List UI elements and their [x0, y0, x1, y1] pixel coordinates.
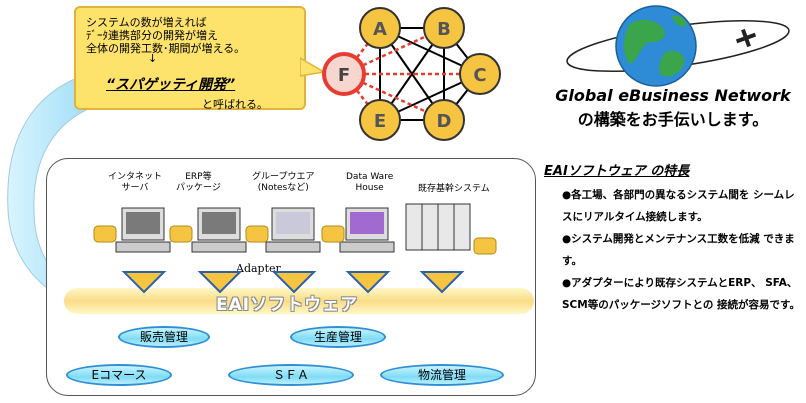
computer-icon	[321, 207, 395, 253]
callout-line-1: システムの数が増えれば	[86, 16, 207, 29]
node-b: B	[423, 7, 465, 49]
module-ecommerce: Eコマース	[66, 364, 172, 386]
node-e: E	[359, 99, 401, 141]
callout-line-2: ﾃﾞｰﾀ連携部分の開発が増え	[86, 29, 218, 42]
svg-text:F: F	[338, 65, 350, 86]
callout-emphasis: “スパゲッティ開発”	[106, 77, 236, 93]
feature-item-1: ●各工場、各部門の異なるシステム間を シームレスにリアルタイム接続します。	[562, 189, 795, 223]
svg-text:D: D	[437, 111, 452, 132]
module-production: 生産管理	[290, 326, 386, 348]
feature-item-3: ●アダプターにより既存システムとERP、 SFA、SCM等のパッケージソフトとの…	[562, 277, 801, 311]
spaghetti-mesh: A B C D E F	[322, 7, 501, 141]
features-heading: EAIソフトウェア の特長	[544, 164, 690, 179]
module-sales: 販売管理	[118, 326, 210, 348]
node-d: D	[423, 99, 465, 141]
system-label-dwh: Data Ware House	[346, 172, 394, 193]
computer-icon	[93, 207, 171, 253]
node-c: C	[459, 53, 501, 95]
node-f: F	[322, 52, 366, 96]
system-label-groupware: グループウエア (Notesなど)	[252, 172, 315, 193]
server-rack-icon	[405, 203, 497, 255]
adapter-arrow-icon	[121, 271, 167, 294]
module-sfa: ＳＦＡ	[228, 364, 354, 386]
adapter-arrow-icon	[271, 271, 317, 294]
systems-illustration	[93, 203, 497, 255]
svg-text:C: C	[473, 65, 486, 86]
global-network-title: Global eBusiness Network	[555, 86, 791, 105]
adapter-arrows	[121, 271, 465, 294]
svg-text:B: B	[437, 19, 451, 40]
module-logistics: 物流管理	[380, 364, 504, 386]
adapter-arrow-icon	[345, 271, 391, 294]
callout-pointer	[300, 57, 326, 77]
system-label-internet: インタネット サーバ	[108, 172, 163, 193]
adapter-label: Adapter	[236, 262, 281, 275]
spaghetti-callout: システムの数が増えれば ﾃﾞｰﾀ連携部分の開発が増え 全体の開発工数･期間が増え…	[74, 6, 306, 111]
system-label-legacy: 既存基幹システム	[418, 184, 490, 194]
svg-text:E: E	[374, 111, 386, 132]
eai-bar	[64, 288, 534, 314]
system-label-erp: ERP等 パッケージ	[176, 172, 221, 193]
eai-label: EAIソフトウェア	[216, 295, 359, 315]
callout-tail: と呼ばれる。	[202, 98, 268, 111]
globe-illustration	[566, 5, 790, 87]
node-a: A	[359, 7, 401, 49]
feature-item-2: ●システム開発とメンテナンス工数を低減 できます。	[562, 233, 795, 267]
adapter-arrow-icon	[197, 271, 243, 294]
callout-down-arrow: ↓	[148, 52, 158, 65]
global-network-subtitle: の構築をお手伝いします。	[577, 110, 769, 129]
adapter-arrow-icon	[419, 271, 465, 294]
computer-icon	[169, 207, 247, 253]
svg-text:A: A	[373, 19, 387, 40]
computer-icon	[245, 207, 321, 253]
airplane-icon	[735, 28, 757, 48]
callout-line-3: 全体の開発工数･期間が増える。	[86, 42, 246, 55]
